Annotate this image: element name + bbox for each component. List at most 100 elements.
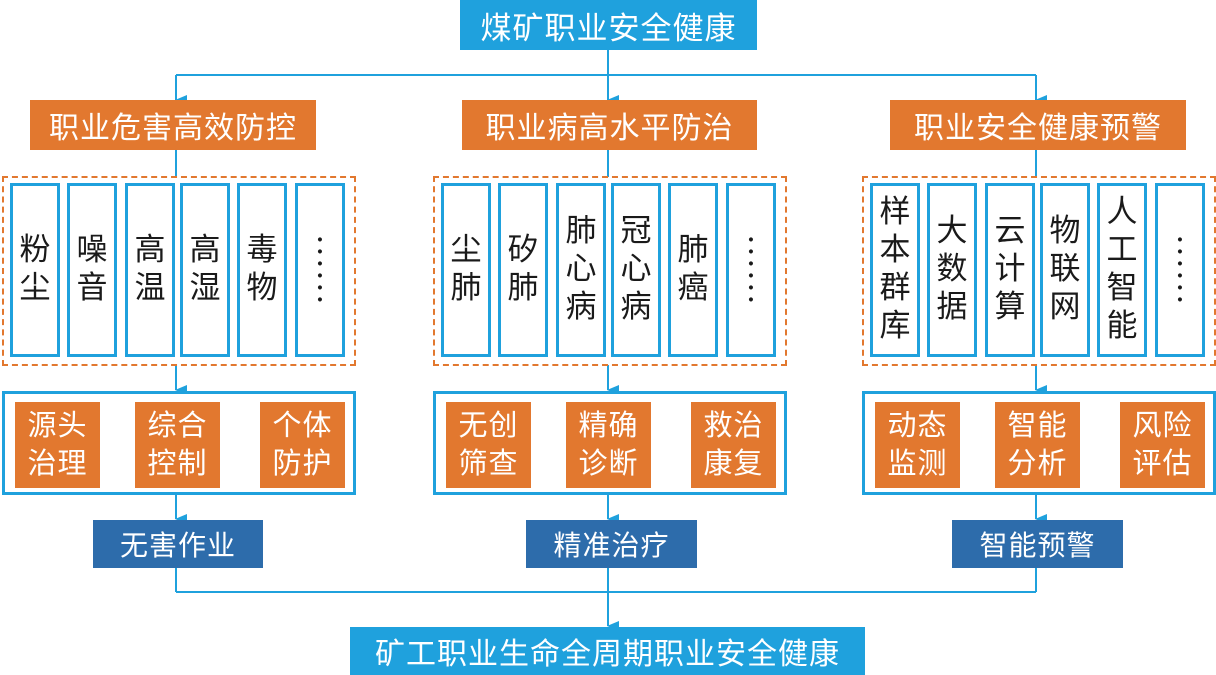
solution-item: 救治康复 xyxy=(691,402,776,488)
outcome-box: 智能预警 xyxy=(952,520,1123,568)
factor-char: 库 xyxy=(879,307,911,344)
factor-char: · xyxy=(316,287,324,314)
factor-char: 心 xyxy=(620,251,652,288)
branch-header-text: 职业病高水平防治 xyxy=(485,111,734,146)
factor-char: · xyxy=(316,275,324,302)
solution-line: 诊断 xyxy=(578,446,639,480)
outcome-box: 精准治疗 xyxy=(526,520,697,568)
factor-char: 癌 xyxy=(677,270,709,306)
branch-header: 职业安全健康预警 xyxy=(890,100,1186,150)
factor-char: 病 xyxy=(565,288,597,325)
factor-char: 联 xyxy=(1049,251,1081,288)
factor-char: · xyxy=(1176,250,1184,277)
solution-line: 监测 xyxy=(887,446,948,480)
factor-char: 样 xyxy=(879,194,911,231)
solution-item: 无创筛查 xyxy=(446,402,531,488)
factor-item: 粉尘 xyxy=(10,183,60,357)
factor-char: 湿 xyxy=(189,270,221,306)
solution-item: 风险评估 xyxy=(1120,402,1205,488)
factor-item: 物联网 xyxy=(1040,183,1090,357)
outcome-text: 智能预警 xyxy=(979,529,1096,562)
solution-line: 控制 xyxy=(147,446,208,480)
factor-char: · xyxy=(747,275,755,302)
solution-line: 精确 xyxy=(578,408,639,443)
factor-item-ellipsis: ······ xyxy=(295,183,345,357)
factor-char: 尘 xyxy=(19,270,51,306)
solution-line: 智能 xyxy=(1007,408,1068,443)
factor-item: 肺心病 xyxy=(556,183,606,357)
factor-char: 肺 xyxy=(677,232,709,269)
factor-char: 毒 xyxy=(246,232,278,269)
factor-item: 高湿 xyxy=(180,183,230,357)
branch-header: 职业危害高效防控 xyxy=(30,100,316,150)
solution-line: 评估 xyxy=(1132,446,1193,480)
solution-item: 综合控制 xyxy=(135,402,220,488)
branch-header-text: 职业危害高效防控 xyxy=(49,111,297,146)
factor-char: 粉 xyxy=(19,232,51,269)
title-text: 煤矿职业安全健康 xyxy=(480,10,737,47)
factor-char: · xyxy=(316,226,324,253)
factor-char: 肺 xyxy=(507,270,539,306)
factor-char: · xyxy=(747,238,755,265)
factor-char: 大 xyxy=(936,213,968,250)
factor-char: 网 xyxy=(1049,288,1081,325)
factor-item: 高温 xyxy=(125,183,175,357)
factor-item: 大数据 xyxy=(927,183,977,357)
factor-char: 温 xyxy=(134,270,166,306)
factor-char: 群 xyxy=(879,270,911,306)
factor-item: 毒物 xyxy=(237,183,287,357)
solution-line: 无创 xyxy=(458,408,519,443)
bottom-box: 矿工职业生命全周期职业安全健康 xyxy=(350,627,865,675)
solution-line: 救治 xyxy=(703,408,764,443)
outcome-text: 精准治疗 xyxy=(553,529,670,562)
factor-char: 本 xyxy=(879,232,911,269)
factor-char: · xyxy=(316,263,324,289)
factor-char: 工 xyxy=(1106,232,1138,269)
solution-line: 分析 xyxy=(1007,446,1068,480)
solution-item: 精确诊断 xyxy=(566,402,651,488)
factor-char: 音 xyxy=(76,270,108,306)
factor-char: 高 xyxy=(134,232,166,269)
solution-line: 康复 xyxy=(703,446,764,480)
factor-char: 冠 xyxy=(620,213,652,250)
factor-char: 心 xyxy=(565,251,597,288)
factor-char: 计 xyxy=(994,251,1026,288)
factor-item: 人工智能 xyxy=(1097,183,1147,357)
factor-char: 能 xyxy=(1106,307,1138,344)
factor-group xyxy=(433,176,787,366)
factor-char: · xyxy=(747,263,755,289)
factor-char: 高 xyxy=(189,232,221,269)
factor-item: 样本群库 xyxy=(870,183,920,357)
factor-group xyxy=(862,176,1216,366)
factor-item: 矽肺 xyxy=(498,183,548,357)
solution-item: 智能分析 xyxy=(995,402,1080,488)
solution-line: 防护 xyxy=(272,446,333,480)
solution-line: 个体 xyxy=(272,408,333,443)
factor-char: · xyxy=(1176,275,1184,302)
factor-char: · xyxy=(747,287,755,314)
factor-group xyxy=(2,176,356,366)
factor-char: 物 xyxy=(246,270,278,306)
factor-char: 云 xyxy=(994,213,1026,250)
factor-item: 冠心病 xyxy=(611,183,661,357)
factor-char: 物 xyxy=(1049,213,1081,250)
factor-item-ellipsis: ······ xyxy=(1155,183,1205,357)
branch-header-text: 职业安全健康预警 xyxy=(914,111,1162,146)
factor-char: · xyxy=(747,250,755,277)
solution-line: 风险 xyxy=(1132,408,1193,443)
factor-char: 人 xyxy=(1106,194,1138,231)
factor-char: · xyxy=(1176,263,1184,289)
factor-char: 肺 xyxy=(565,213,597,250)
solution-line: 动态 xyxy=(887,408,948,443)
factor-item: 噪音 xyxy=(67,183,117,357)
factor-char: · xyxy=(1176,226,1184,253)
factor-char: · xyxy=(747,226,755,253)
outcome-text: 无害作业 xyxy=(119,529,236,562)
solution-line: 治理 xyxy=(27,446,88,480)
factor-char: 算 xyxy=(994,288,1026,325)
factor-char: · xyxy=(316,250,324,277)
outcome-box: 无害作业 xyxy=(93,520,263,568)
title-box: 煤矿职业安全健康 xyxy=(460,0,757,50)
solution-item: 动态监测 xyxy=(875,402,960,488)
